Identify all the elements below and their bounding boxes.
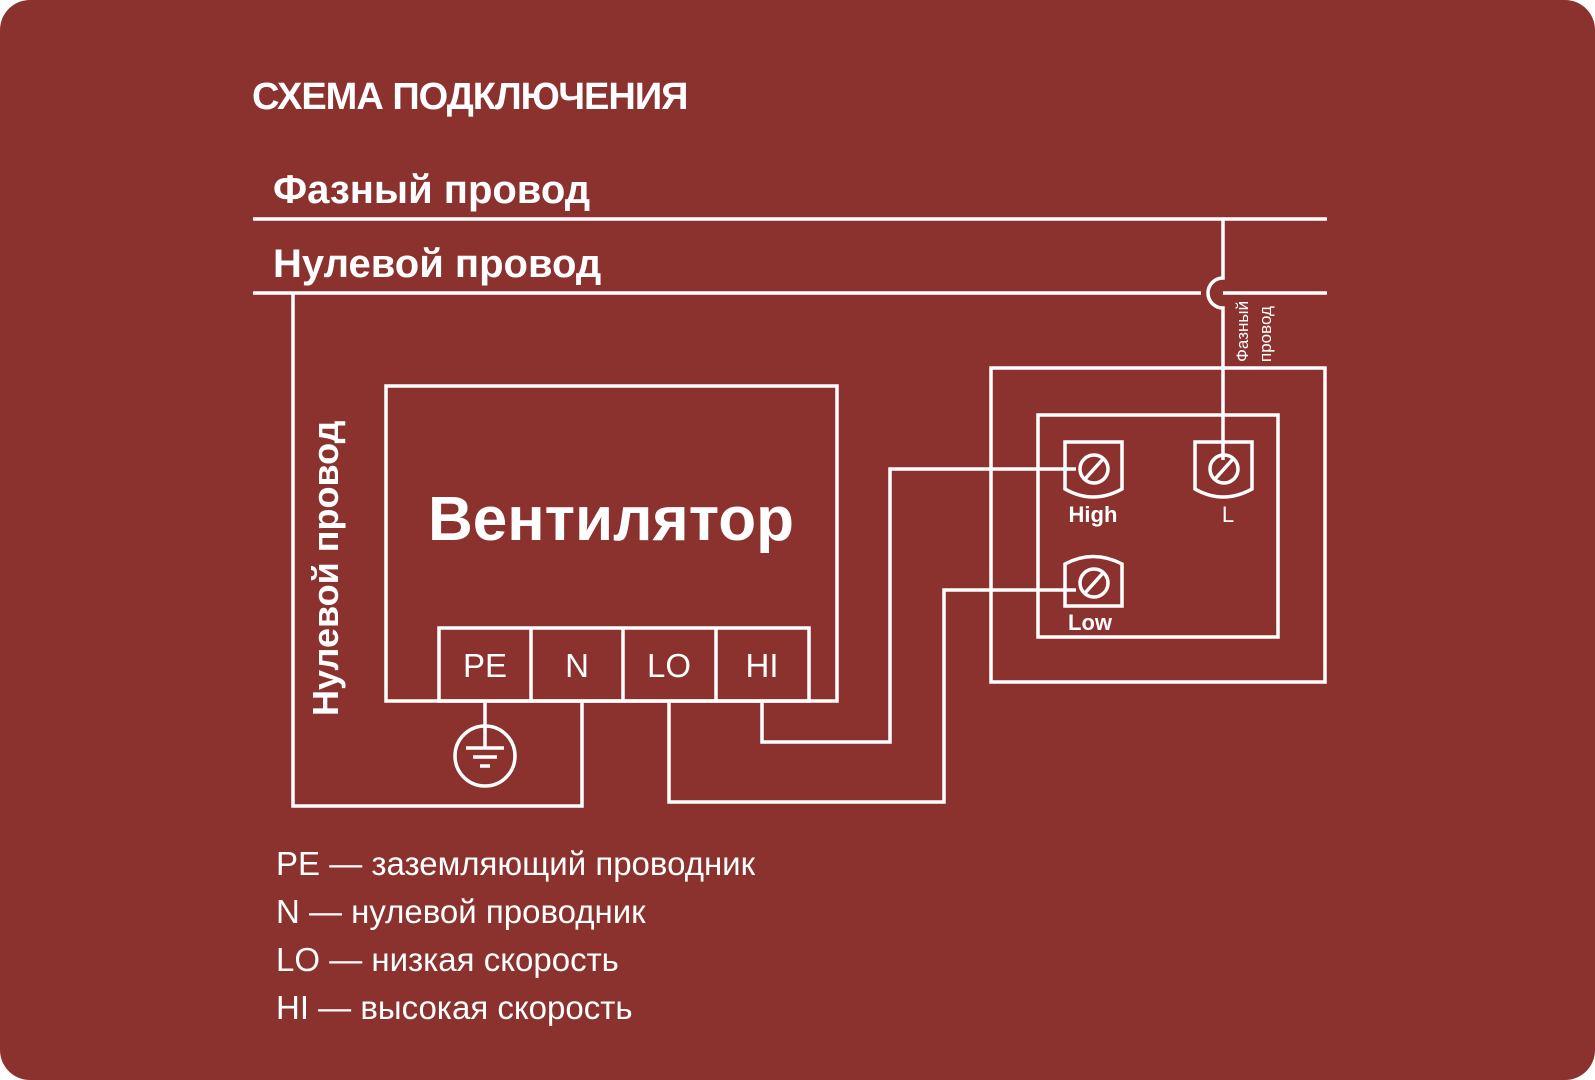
terminal-housing bbox=[1193, 440, 1254, 499]
switch-label-low: Low bbox=[1068, 610, 1113, 635]
screw-terminal-icon bbox=[1078, 567, 1110, 599]
phase-drop-label: Фазный провод bbox=[1233, 301, 1275, 362]
lo-wire bbox=[667, 588, 1076, 804]
neutral-bus-label: Нулевой провод bbox=[273, 242, 601, 286]
legend: PE — заземляющий проводник N — нулевой п… bbox=[276, 845, 756, 1026]
legend-item-pe: PE — заземляющий проводник bbox=[276, 845, 756, 882]
screw-terminal-icon bbox=[1078, 453, 1110, 485]
terminal-lo: LO bbox=[647, 647, 691, 684]
switch-outer-box bbox=[989, 366, 1327, 684]
phase-drop-wire bbox=[1206, 219, 1225, 460]
switch-label-line: L bbox=[1222, 502, 1234, 527]
svg-text:Фазный: Фазный bbox=[1233, 301, 1252, 362]
hi-wire bbox=[760, 467, 1076, 744]
neutral-wire bbox=[291, 293, 584, 808]
switch-label-high: High bbox=[1069, 502, 1118, 527]
switch-terminal-high: High bbox=[1063, 440, 1124, 527]
terminal-n: N bbox=[565, 647, 589, 684]
legend-item-hi: HI — высокая скорость bbox=[276, 989, 633, 1026]
svg-text:провод: провод bbox=[1256, 306, 1275, 362]
fan-terminal-block: PE N LO HI bbox=[437, 626, 811, 703]
terminal-hi: HI bbox=[746, 647, 779, 684]
switch-terminal-low: Low bbox=[1063, 554, 1124, 635]
legend-item-n: N — нулевой проводник bbox=[276, 893, 646, 930]
legend-item-lo: LO — низкая скорость bbox=[276, 941, 619, 978]
ground-symbol-icon bbox=[453, 701, 517, 788]
terminal-pe: PE bbox=[463, 647, 507, 684]
switch-inner-box bbox=[1036, 413, 1280, 639]
terminal-housing bbox=[1063, 440, 1124, 499]
diagram-title: СХЕМА ПОДКЛЮЧЕНИЯ bbox=[252, 76, 687, 118]
terminal-housing bbox=[1063, 554, 1124, 608]
phase-bus-label: Фазный провод bbox=[273, 168, 590, 212]
fan-label: Вентилятор bbox=[428, 485, 794, 554]
switch-terminal-line: L bbox=[1193, 440, 1254, 527]
neutral-vertical-label: Нулевой провод bbox=[305, 420, 346, 716]
screw-terminal-icon bbox=[1208, 453, 1240, 485]
